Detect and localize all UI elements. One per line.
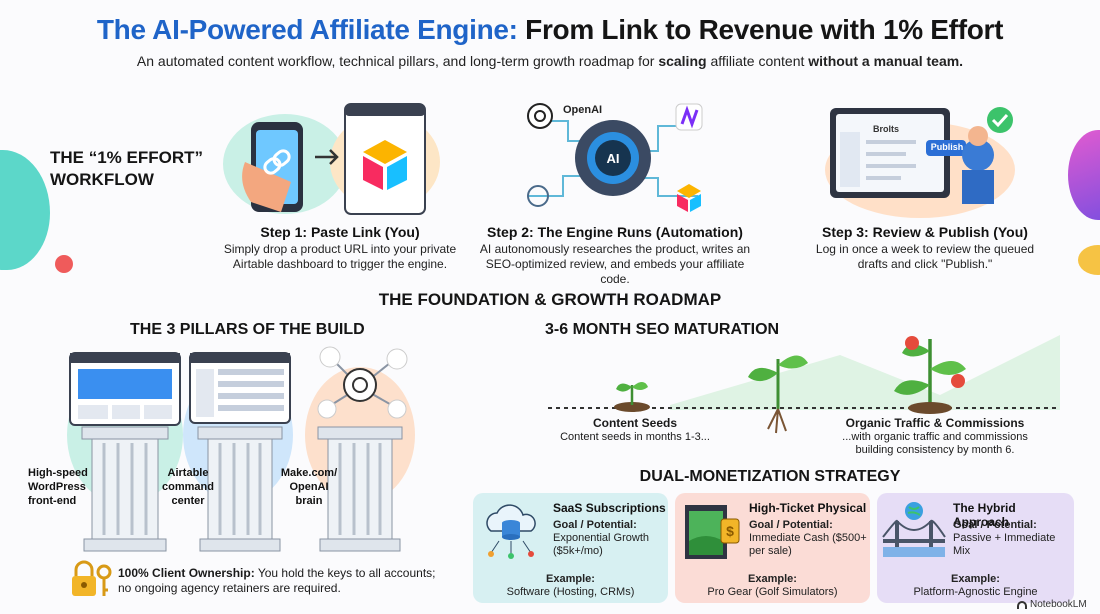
- openai-label: OpenAI: [563, 104, 603, 116]
- step1-illustration: [223, 103, 440, 215]
- seo-stage1-desc: Content seeds in months 1-3...: [560, 431, 710, 443]
- step3-illustration: [825, 107, 1015, 218]
- screen-title: Brolts: [873, 124, 900, 134]
- step3-title: Step 3: Review & Publish (You): [822, 224, 1028, 240]
- pillar-wordpress: [69, 352, 181, 552]
- seo-stage2-title: Organic Traffic & Commissions: [845, 416, 1025, 430]
- seo-illustration: [548, 335, 1060, 434]
- decor-blob-left: [0, 150, 50, 270]
- lock-key-icon: [72, 560, 112, 596]
- roadmap-heading: THE FOUNDATION & GROWTH ROADMAP: [378, 290, 722, 309]
- notebooklm-badge: NotebookLM: [1017, 599, 1087, 610]
- pillar-make-openai: [317, 346, 408, 552]
- step2-illustration: AI: [527, 103, 703, 212]
- step1-desc: Simply drop a product URL into your priv…: [223, 242, 457, 271]
- pillars-illustration: [67, 346, 415, 552]
- openai-icon: [527, 103, 553, 129]
- publish-button[interactable]: Publish: [930, 142, 964, 152]
- seo-stage2-desc: ...with organic traffic and commissions …: [842, 431, 1028, 456]
- bridge-globe-icon: [882, 502, 946, 557]
- step1-title: Step 1: Paste Link (You): [260, 224, 420, 240]
- decor-blob-red: [55, 255, 73, 273]
- seo-heading: 3-6 MONTH SEO MATURATION: [545, 321, 780, 338]
- decor-blob-right-yellow: [1078, 245, 1100, 275]
- ownership-note: 100% Client Ownership: You hold the keys…: [118, 566, 436, 595]
- workflow-heading: THE “1% EFFORT” WORKFLOW: [50, 148, 204, 189]
- seed-sprout-icon: [614, 382, 650, 412]
- pillar-label-airtable: Airtable command center: [162, 467, 214, 507]
- gear-ai-icon: [575, 120, 651, 196]
- pillars-heading: THE 3 PILLARS OF THE BUILD: [130, 321, 365, 338]
- seo-stage1-title: Content Seeds: [592, 416, 677, 430]
- monetization-heading: DUAL-MONETIZATION STRATEGY: [639, 468, 901, 485]
- golf-simulator-icon: $: [685, 505, 740, 559]
- link-icon: [263, 149, 291, 175]
- svg-text:AI: AI: [607, 151, 620, 166]
- phone-icon: [242, 122, 303, 212]
- airtable-icon: [363, 140, 407, 190]
- pillar-label-make: Make.com/ OpenAI brain: [280, 467, 338, 507]
- laptop-icon: [830, 108, 950, 198]
- step3-desc: Log in once a week to review the queued …: [815, 242, 1035, 271]
- decor-blob-right: [1068, 130, 1100, 220]
- fruiting-plant-icon: [894, 336, 966, 414]
- step2-title: Step 2: The Engine Runs (Automation): [487, 224, 743, 240]
- page-subtitle: An automated content workflow, technical…: [136, 53, 964, 69]
- cloud-database-icon: [486, 504, 536, 559]
- pillar-label-wordpress: High-speed WordPress front-end: [28, 467, 88, 507]
- page-title: The AI-Powered Affiliate Engine: From Li…: [96, 14, 1004, 45]
- monetization-card-saas: SaaS Subscriptions Goal / Potential:Expo…: [473, 493, 668, 603]
- svg-text:$: $: [726, 523, 734, 539]
- notebooklm-icon: [1017, 600, 1027, 609]
- pillar-airtable: [189, 352, 291, 552]
- step2-desc: AI autonomously researches the product, …: [479, 242, 751, 286]
- young-plant-icon: [748, 355, 808, 434]
- make-icon: [675, 103, 703, 131]
- monetization-card-physical: $ High-Ticket Physical Goal / Potential:…: [675, 493, 870, 603]
- check-icon: [987, 107, 1013, 133]
- monetization-card-hybrid: The Hybrid Approach Goal / Potential:Pas…: [877, 493, 1074, 603]
